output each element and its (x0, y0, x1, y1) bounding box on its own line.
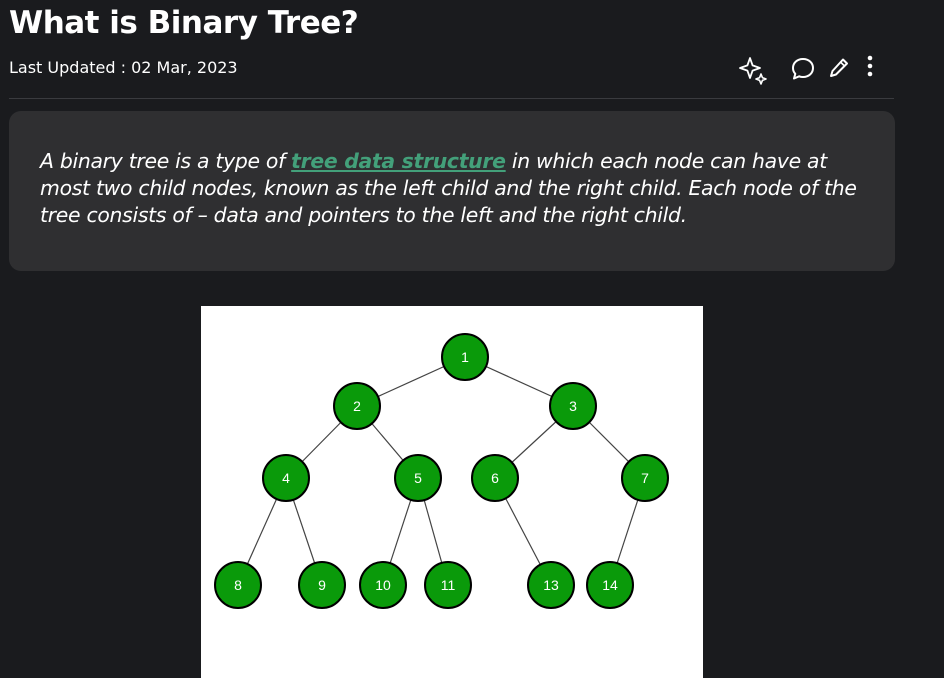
tree-node-label: 13 (543, 577, 559, 593)
tree-node-label: 8 (234, 577, 242, 593)
comment-icon (792, 58, 814, 80)
definition-callout: A binary tree is a type of tree data str… (9, 111, 895, 271)
tree-node-label: 5 (414, 470, 422, 486)
tree-node-label: 1 (461, 349, 469, 365)
tree-node-label: 11 (441, 577, 456, 593)
tree-node-11: 11 (424, 561, 472, 609)
page-title: What is Binary Tree? (9, 5, 359, 41)
tree-node-circle (394, 454, 442, 502)
definition-text-end: in which each node can have at most two … (40, 149, 857, 227)
tree-node-circle (359, 561, 407, 609)
tree-node-label: 3 (569, 398, 577, 414)
tree-node-circle (621, 454, 669, 502)
tree-node-circle (214, 561, 262, 609)
tree-node-5: 5 (394, 454, 442, 502)
tree-node-10: 10 (359, 561, 407, 609)
tree-node-circle (424, 561, 472, 609)
last-updated: Last Updated : 02 Mar, 2023 (9, 58, 238, 77)
sparkle-icon (739, 57, 767, 85)
binary-tree-diagram: 1 2 3 4 5 6 7 8 9 10 11 13 14 (201, 306, 703, 678)
pencil-icon (830, 58, 848, 77)
tree-node-6: 6 (471, 454, 519, 502)
tree-node-3: 3 (549, 382, 597, 430)
tree-node-1: 1 (441, 333, 489, 381)
tree-node-9: 9 (298, 561, 346, 609)
definition-text-start: A binary tree is a type of (40, 149, 292, 173)
ai-assist-button[interactable] (736, 54, 770, 88)
edit-button[interactable] (828, 56, 850, 80)
tree-node-label: 10 (375, 577, 391, 593)
tree-node-circle (298, 561, 346, 609)
tree-node-label: 4 (282, 470, 290, 486)
tree-node-2: 2 (333, 382, 381, 430)
tree-node-8: 8 (214, 561, 262, 609)
tree-node-label: 6 (491, 470, 499, 486)
tree-data-structure-link[interactable]: tree data structure (291, 149, 506, 173)
definition-text: A binary tree is a type of tree data str… (40, 148, 867, 229)
tree-node-circle (441, 333, 489, 381)
tree-node-13: 13 (527, 561, 575, 609)
tree-node-label: 14 (602, 577, 618, 593)
binary-tree-svg: 1 2 3 4 5 6 7 8 9 10 11 13 14 (214, 333, 669, 609)
tree-node-label: 2 (353, 398, 361, 414)
tree-node-circle (262, 454, 310, 502)
tree-node-label: 7 (641, 470, 649, 486)
tree-node-circle (586, 561, 634, 609)
comment-button[interactable] (790, 56, 816, 82)
tree-node-14: 14 (586, 561, 634, 609)
more-options-button[interactable] (864, 54, 876, 82)
tree-node-7: 7 (621, 454, 669, 502)
tree-node-circle (549, 382, 597, 430)
tree-node-circle (333, 382, 381, 430)
header-divider (9, 98, 894, 99)
more-vertical-icon (867, 55, 873, 77)
tree-node-circle (471, 454, 519, 502)
tree-node-label: 9 (318, 577, 326, 593)
tree-node-circle (527, 561, 575, 609)
tree-node-4: 4 (262, 454, 310, 502)
